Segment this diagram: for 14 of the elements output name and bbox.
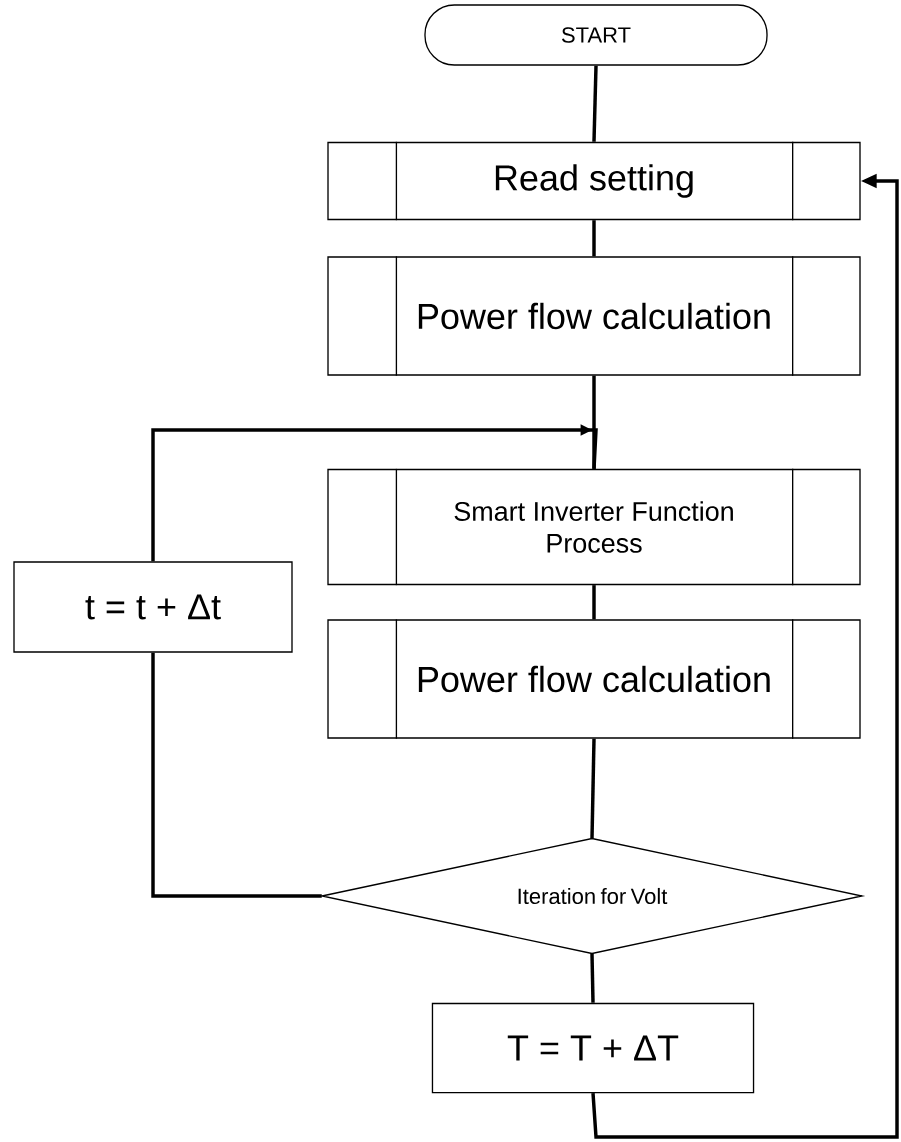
subprocess-box: Smart Inverter Function Process (327, 468, 861, 586)
subprocess-box: Read setting (327, 141, 861, 221)
connector (151, 652, 322, 898)
connector (592, 65, 598, 142)
connector (151, 424, 598, 562)
connector (590, 953, 595, 1003)
connector (590, 738, 596, 839)
connector (592, 585, 596, 620)
connector (592, 220, 596, 257)
start-terminal: START (424, 4, 768, 66)
subprocess-box: Power flow calculation (327, 255, 861, 377)
process-box: T = T + ΔT (431, 1002, 755, 1094)
process-box: t = t + Δt (13, 561, 293, 653)
subprocess-box: Power flow calculation (327, 618, 861, 740)
